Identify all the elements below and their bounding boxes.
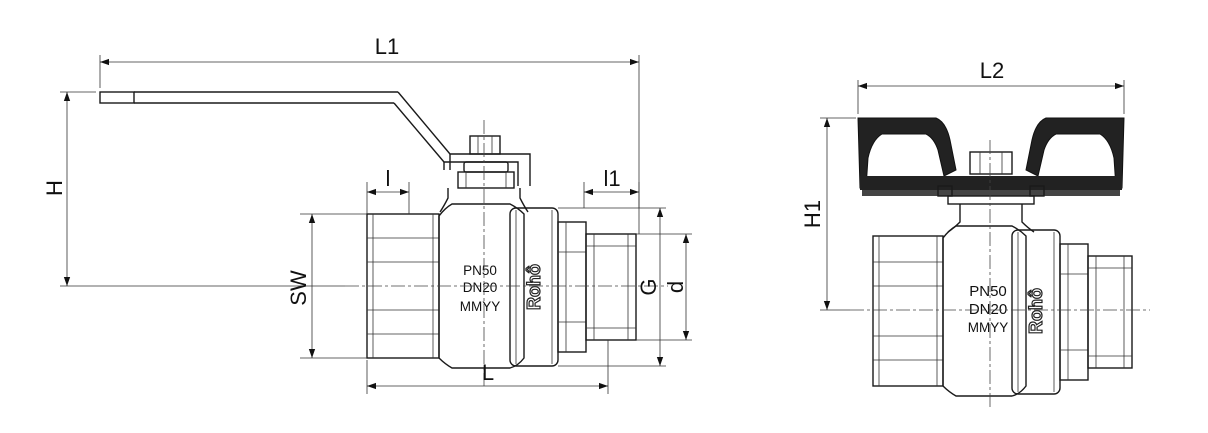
dimension-label-L: L	[482, 360, 494, 385]
dimension-label-G: G	[636, 278, 661, 295]
date-code-marking: MMYY	[460, 299, 501, 314]
nominal-size-marking: DN20	[463, 280, 498, 295]
dimension-lines-right	[823, 82, 1124, 310]
butterfly-valve-view: PN50 DN20 MMYY Rohô L2 H1	[800, 58, 1150, 410]
pressure-rating-marking: PN50	[463, 263, 497, 278]
dimension-label-H1: H1	[800, 200, 825, 228]
dimension-label-L2: L2	[980, 58, 1004, 83]
brand-logo: Rohô	[524, 264, 544, 310]
butterfly-handle	[857, 117, 1125, 205]
dimension-label-l: l	[386, 166, 391, 191]
pressure-rating-marking-right: PN50	[969, 283, 1007, 300]
dimension-label-d: d	[663, 281, 688, 293]
date-code-marking-right: MMYY	[968, 320, 1009, 335]
bonnet	[439, 188, 529, 213]
dimension-label-L1: L1	[375, 34, 399, 59]
dimension-lines	[63, 58, 690, 390]
dimension-label-H: H	[42, 180, 67, 196]
nominal-size-marking-right: DN20	[969, 301, 1007, 318]
stem	[947, 204, 1035, 233]
lever-valve-view: PN50 DN20 MMYY Rohô	[42, 34, 692, 394]
stem-nut	[457, 135, 515, 189]
valve-body-right	[872, 225, 1133, 397]
dimension-label-l1: l1	[603, 166, 620, 191]
dimension-label-SW: SW	[286, 270, 311, 306]
extension-lines	[60, 55, 692, 394]
brand-logo-right: Rohô	[1026, 288, 1046, 334]
